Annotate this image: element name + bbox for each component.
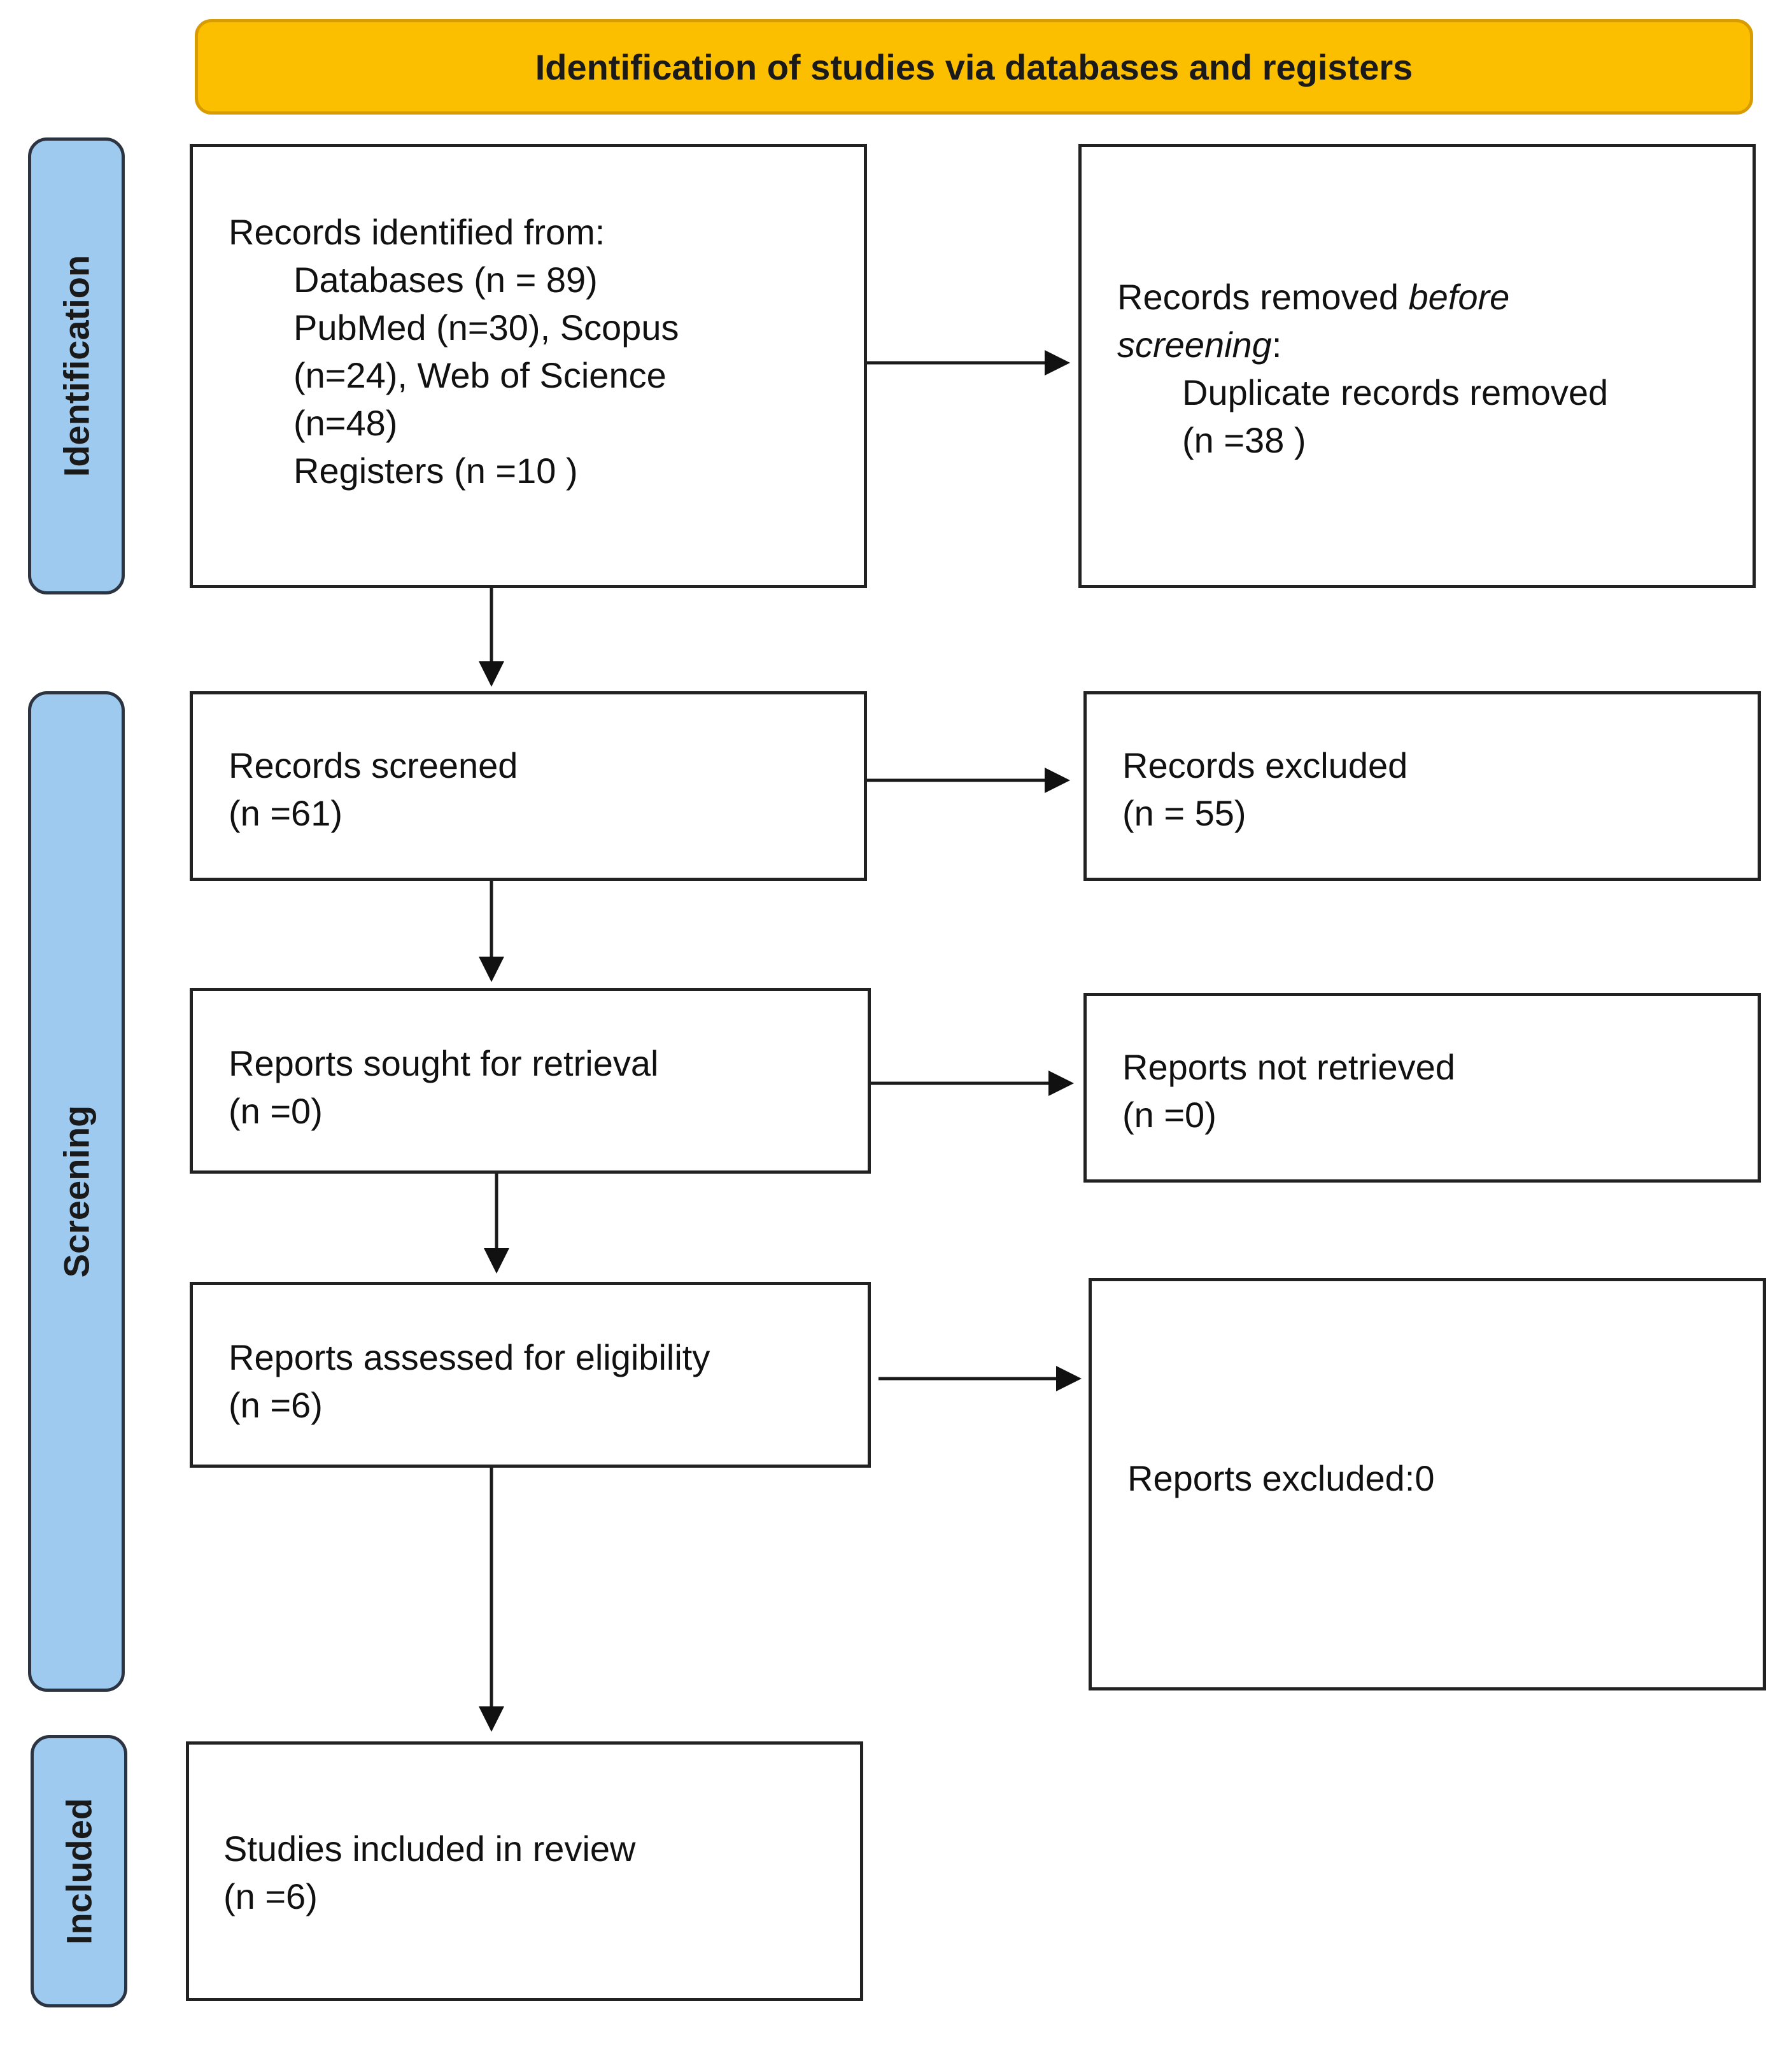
reports-assessed-count: (n =6) — [229, 1385, 323, 1425]
sources-line-2: (n=24), Web of Science — [293, 355, 667, 395]
reports-sought-count: (n =0) — [229, 1091, 323, 1131]
phase-identification: Identification — [28, 137, 125, 594]
duplicate-records-count: (n =38 ) — [1182, 420, 1306, 460]
reports-excluded-box: Reports excluded:0 — [1089, 1278, 1766, 1690]
studies-included-count: (n =6) — [223, 1876, 318, 1916]
records-removed-label: Records removed before — [1117, 277, 1510, 317]
reports-sought-label: Reports sought for retrieval — [229, 1043, 659, 1083]
records-excluded-box: Records excluded (n = 55) — [1083, 691, 1761, 881]
reports-assessed-label: Reports assessed for eligibility — [229, 1337, 710, 1377]
records-screened-count: (n =61) — [229, 793, 342, 833]
studies-included-box: Studies included in review (n =6) — [186, 1741, 863, 2001]
records-identified-box: Records identified from: Databases (n = … — [190, 144, 867, 588]
records-identified-heading: Records identified from: — [229, 212, 605, 252]
databases-count: Databases (n = 89) — [293, 260, 598, 300]
records-excluded-count: (n = 55) — [1122, 793, 1246, 833]
records-removed-italic: screening — [1117, 325, 1272, 365]
records-screened-box: Records screened (n =61) — [190, 691, 867, 881]
phase-included: Included — [31, 1735, 127, 2007]
phase-screening: Screening — [28, 691, 125, 1692]
records-screened-label: Records screened — [229, 745, 518, 785]
reports-excluded-label: Reports excluded:0 — [1127, 1458, 1435, 1498]
sources-line-3: (n=48) — [293, 403, 398, 443]
header-banner: Identification of studies via databases … — [195, 19, 1753, 115]
duplicate-records-label: Duplicate records removed — [1182, 372, 1609, 412]
reports-sought-box: Reports sought for retrieval (n =0) — [190, 988, 871, 1174]
sources-line-1: PubMed (n=30), Scopus — [293, 307, 679, 348]
records-removed-box: Records removed before screening: Duplic… — [1078, 144, 1756, 588]
reports-not-retrieved-box: Reports not retrieved (n =0) — [1083, 993, 1761, 1183]
reports-assessed-box: Reports assessed for eligibility (n =6) — [190, 1282, 871, 1468]
registers-count: Registers (n =10 ) — [293, 451, 578, 491]
header-title: Identification of studies via databases … — [535, 46, 1413, 87]
reports-not-retrieved-count: (n =0) — [1122, 1095, 1217, 1135]
reports-not-retrieved-label: Reports not retrieved — [1122, 1047, 1455, 1087]
records-excluded-label: Records excluded — [1122, 745, 1408, 785]
studies-included-label: Studies included in review — [223, 1829, 636, 1869]
